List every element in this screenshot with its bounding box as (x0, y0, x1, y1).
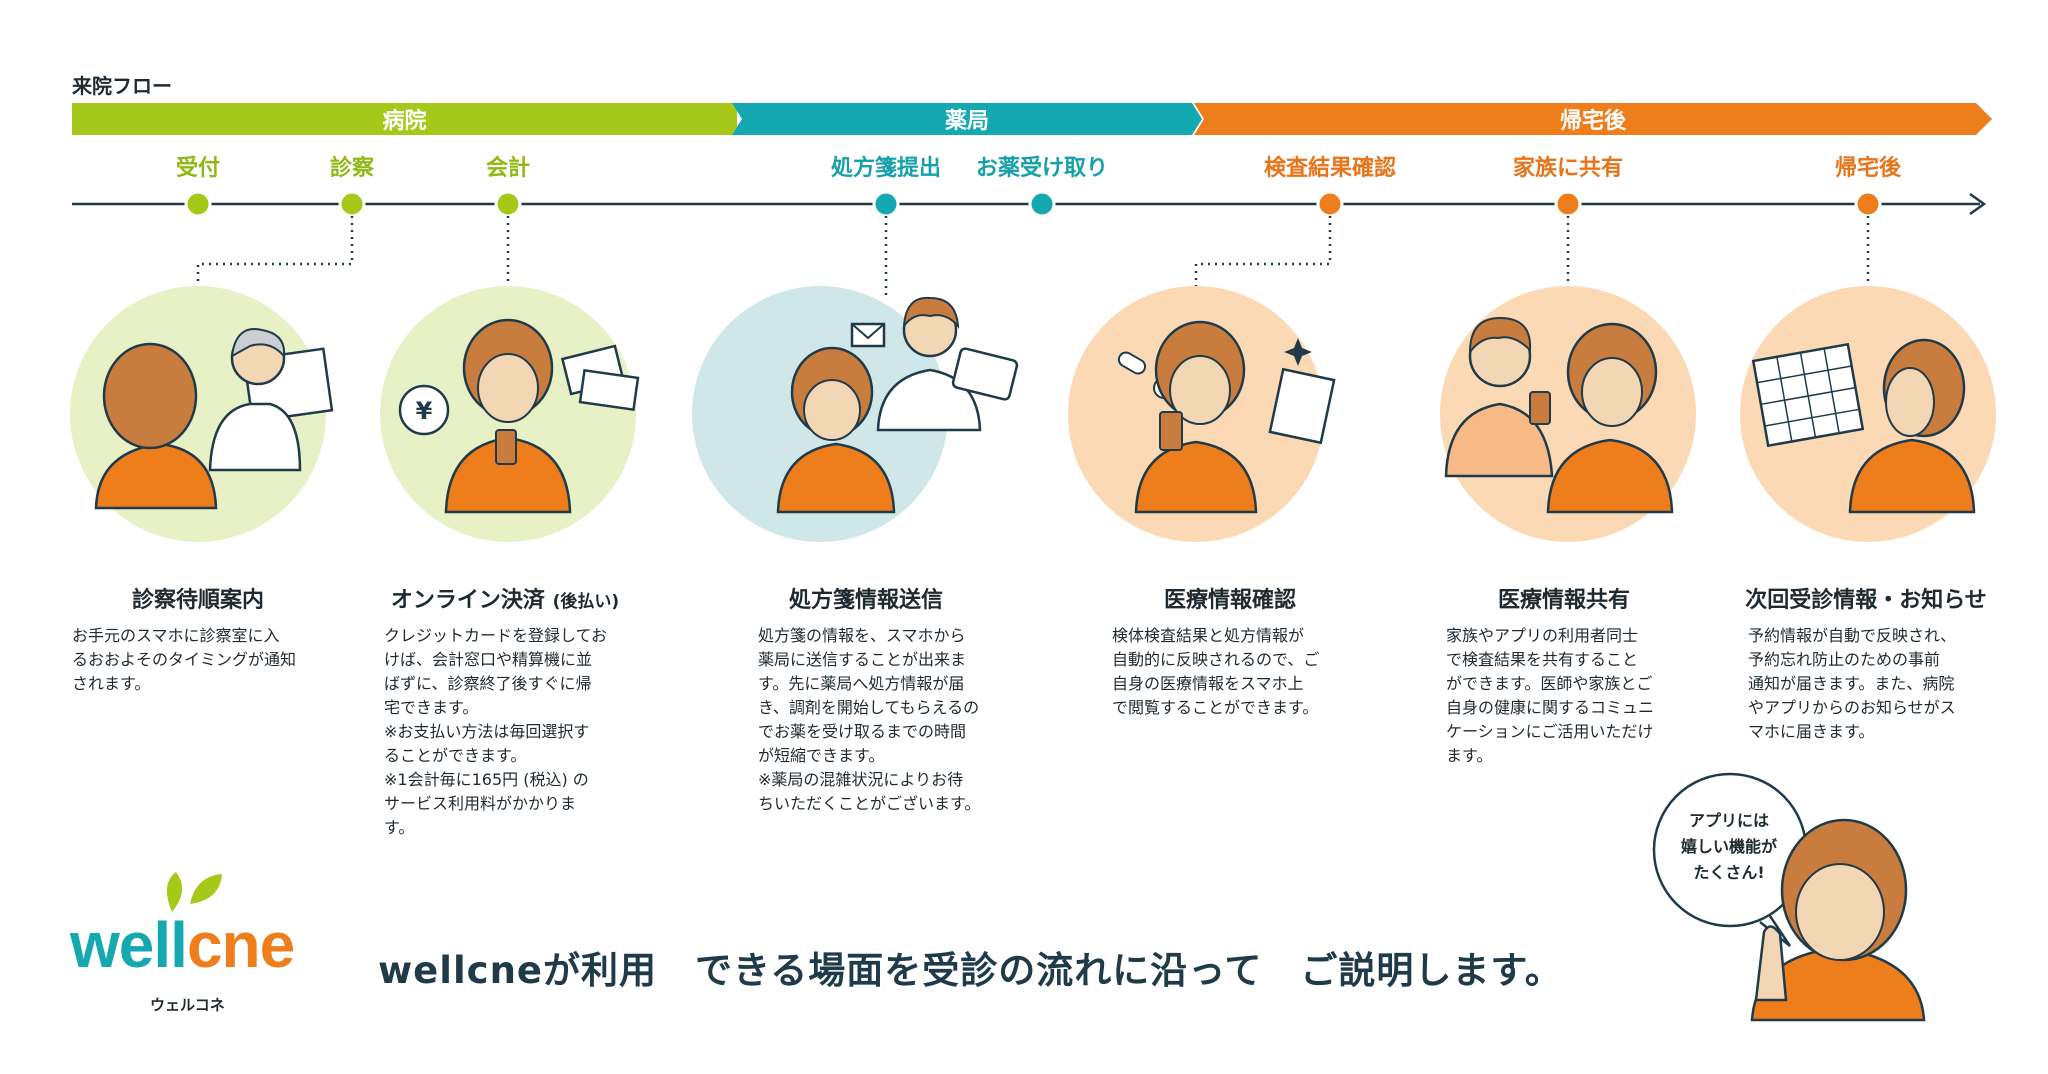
svg-text:¥: ¥ (416, 397, 433, 425)
step-label-results: 検査結果確認 (1263, 156, 1397, 181)
illustration-medical-info-check (1068, 286, 1336, 542)
step-label-exam: 診察 (329, 156, 375, 181)
feature-title-online-payment: オンライン決済 (後払い) (390, 588, 620, 613)
mascot-woman (1750, 818, 1926, 1022)
step-dots (184, 190, 1882, 218)
feature-title-note: (後払い) (552, 592, 620, 612)
feature-title-medical-info-share: 医療情報共有 (1497, 588, 1631, 613)
step-label-share: 家族に共有 (1512, 156, 1624, 181)
feature-desc-medical-info-share: 家族やアプリの利用者同士で検査結果を共有することができます。医師や家族とご自身の… (1446, 626, 1655, 765)
feature-title-next-visit: 次回受診情報・お知らせ (1745, 588, 1987, 613)
illustration-next-visit (1740, 286, 1996, 542)
feature-title-waiting-guide: 診察待順案内 (131, 588, 265, 613)
illustration-online-payment: ¥ (380, 286, 640, 542)
feature-desc-prescription-send: 処方箋の情報を、スマホから薬局に送信することが出来ます。先に薬局へ処方情報が届き… (758, 626, 981, 813)
step-label-prescription: 処方箋提出 (830, 156, 942, 181)
step-label-payment: 会計 (485, 156, 531, 181)
feature-desc-next-visit: 予約情報が自動で反映され、予約忘れ防止のための事前通知が届きます。また、病院やア… (1748, 626, 1957, 741)
wellcne-logo-kana: ウェルコネ (150, 996, 225, 1014)
feature-title-medical-info-check: 医療情報確認 (1163, 588, 1297, 613)
section-banner-pharmacy: 薬局 (732, 103, 1202, 135)
logo-leaves-icon (166, 872, 222, 912)
feature-desc-medical-info-check: 検体検査結果と処方情報が自動的に反映されるので、ご自身の医療情報をスマホ上で閲覧… (1112, 626, 1320, 717)
section-banner-home: 帰宅後 (1194, 103, 1992, 135)
step-label-pickup: お薬受け取り (975, 156, 1109, 181)
speech-bubble-text: アプリには嬉しい機能がたくさん! (1680, 811, 1777, 882)
step-label-reception: 受付 (175, 156, 221, 181)
illustration-medical-info-share (1440, 286, 1696, 542)
illustration-prescription-send (692, 286, 1019, 542)
tagline: wellcneが利用 できる場面を受診の流れに沿って ご説明します。 (378, 949, 1563, 992)
dotted-connectors (196, 216, 1870, 300)
flow-title: 来院フロー (72, 74, 172, 98)
section-banner-hospital: 病院 (72, 103, 737, 135)
wellcne-logo: wellcne (70, 909, 295, 981)
feature-desc-online-payment: クレジットカードを登録しておけば、会計窓口や精算機に並ばずに、診察終了後すぐに帰… (384, 626, 608, 837)
feature-title-prescription-send: 処方箋情報送信 (788, 588, 944, 613)
illustration-waiting-guide (70, 286, 334, 542)
feature-desc-waiting-guide: お手元のスマホに診察室に入るおおよそのタイミングが通知されます。 (72, 626, 297, 693)
timeline (72, 192, 1987, 216)
step-label-after-home: 帰宅後 (1834, 156, 1902, 181)
